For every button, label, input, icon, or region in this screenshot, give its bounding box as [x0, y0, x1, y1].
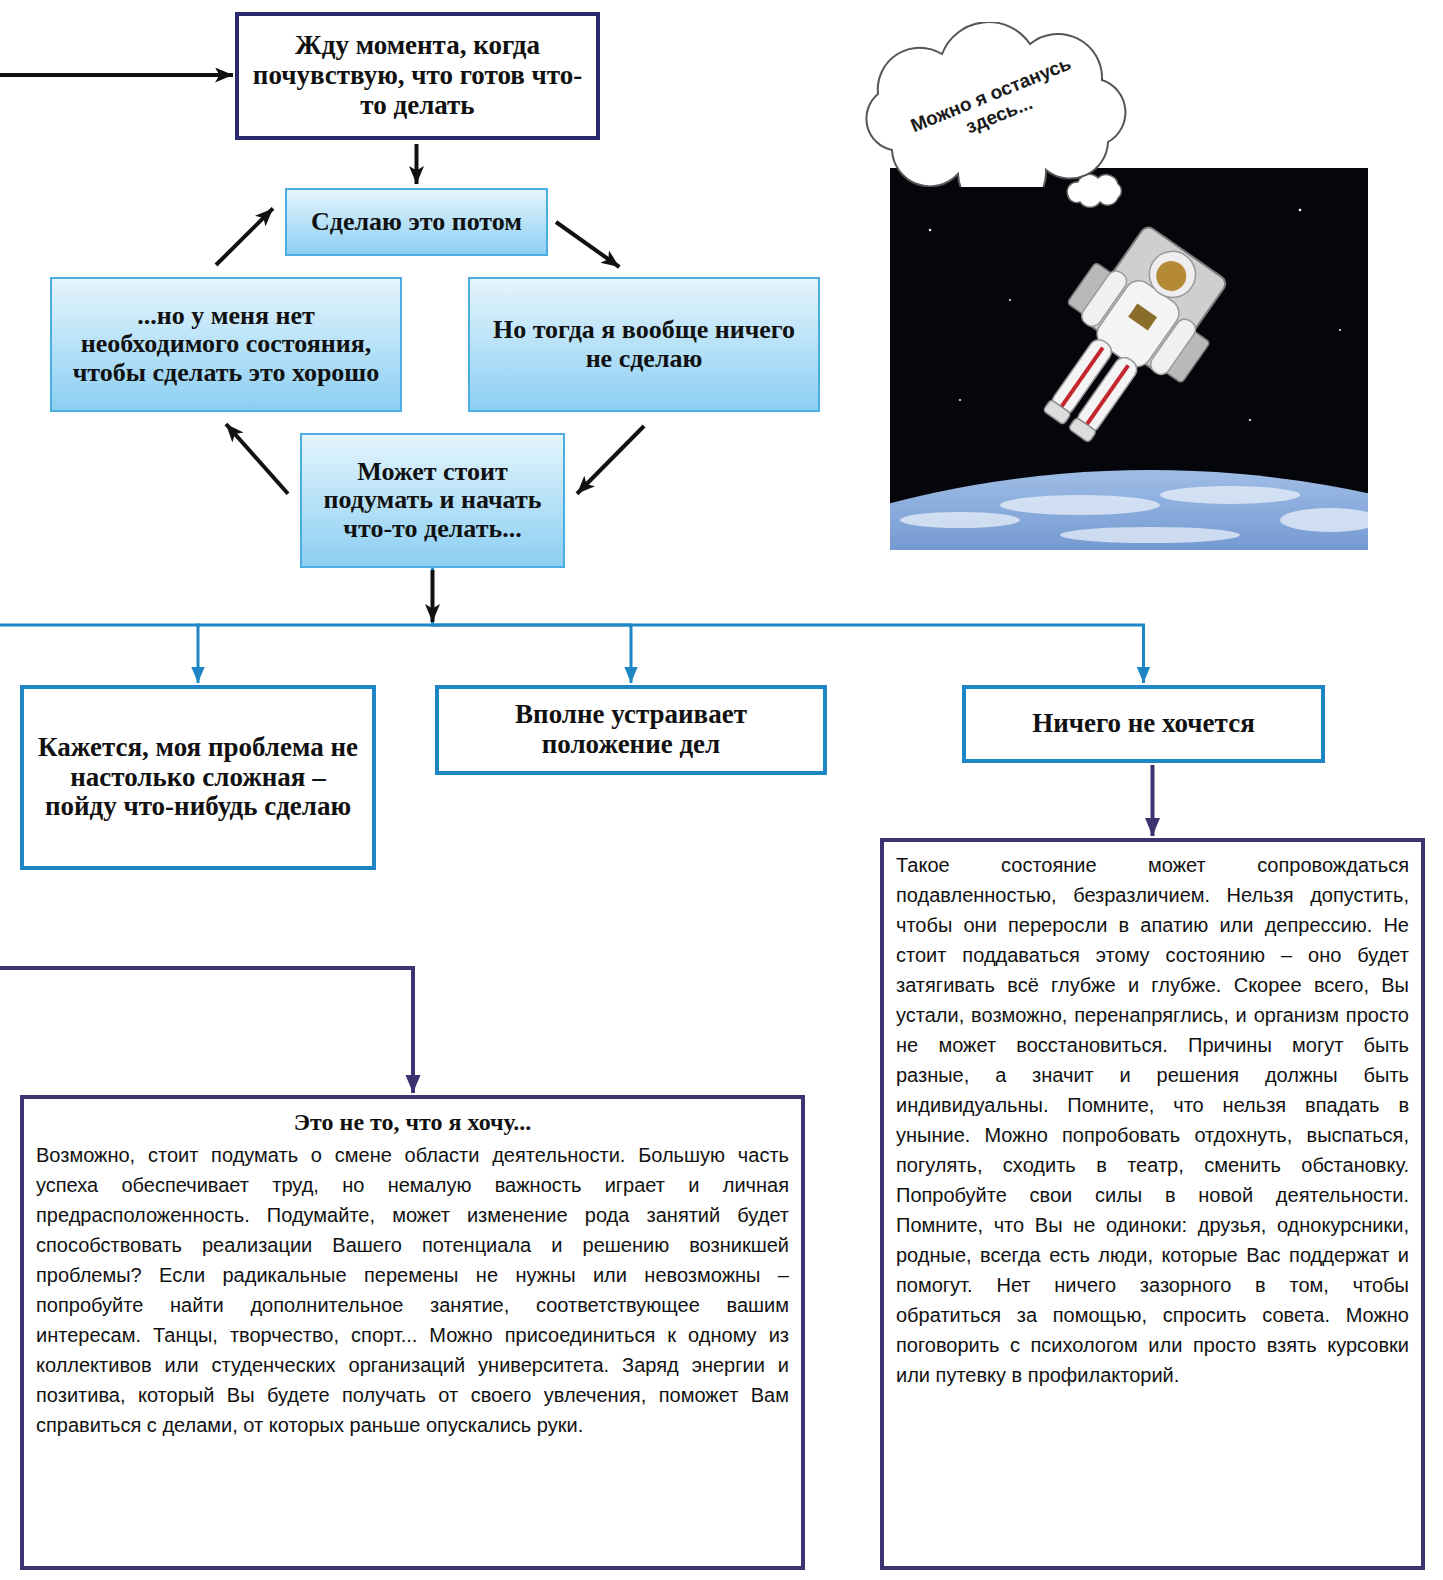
body-text: Возможно, стоит подумать о смене области… — [36, 1140, 789, 1440]
illustration-part — [1147, 316, 1199, 378]
advice-panel: Это не то, что я хочу...Возможно, стоит … — [20, 1095, 805, 1570]
process-box: Сделаю это потом — [285, 188, 548, 256]
flow-arrow — [415, 144, 419, 184]
outcome-box: Ничего не хочется — [962, 685, 1325, 763]
box-text: Жду момента, когда почувствую, что готов… — [251, 31, 584, 120]
box-text: Может стоит подумать и начать что-то дел… — [312, 458, 553, 544]
cloud-outline — [866, 22, 1125, 187]
start-box: Жду момента, когда почувствую, что готов… — [235, 12, 600, 140]
box-text: Сделаю это потом — [297, 208, 536, 237]
flow-arrow — [216, 208, 273, 265]
illustration-part — [1043, 399, 1072, 425]
flow-arrow — [577, 426, 644, 494]
illustration-part — [1060, 527, 1240, 543]
process-box: Может стоит подумать и начать что-то дел… — [300, 433, 565, 568]
illustration-part — [1280, 508, 1368, 532]
illustration-part — [1078, 267, 1130, 329]
panel-heading: Это не то, что я хочу... — [36, 1107, 789, 1138]
illustration-part — [1140, 242, 1204, 306]
illustration-part — [929, 229, 931, 231]
body-text: Такое состояние может сопровождаться под… — [896, 850, 1409, 1390]
illustration-part — [1000, 495, 1160, 515]
illustration-part — [1160, 486, 1300, 504]
illustration-part — [1128, 304, 1157, 331]
illustration-part — [1299, 209, 1302, 212]
incoming-arrow — [0, 73, 233, 77]
flow-arrow — [226, 424, 288, 494]
illustration-part — [1060, 347, 1105, 408]
illustration-part — [1339, 329, 1341, 331]
astronaut-photo — [890, 168, 1368, 550]
stars — [929, 209, 1341, 421]
box-text: Кажется, моя проблема не настолько сложн… — [36, 733, 360, 822]
illustration-part — [1249, 419, 1251, 421]
box-text: ...но у меня нет необходимого состояния,… — [62, 302, 390, 388]
process-box: Но тогда я вообще ничего не сделаю — [468, 277, 820, 412]
box-text: Но тогда я вообще ничего не сделаю — [480, 316, 808, 373]
thought-cloud: Можно я останусь здесь... — [850, 22, 1140, 187]
outcome-box: Вполне устраивает положение дел — [435, 685, 827, 775]
flow-arrow — [433, 568, 1144, 683]
advice-panel: Такое состояние может сопровождаться под… — [880, 838, 1425, 1570]
box-text: Ничего не хочется — [978, 709, 1309, 739]
bus-line — [0, 624, 200, 627]
illustration-part — [1150, 255, 1192, 297]
earth — [890, 470, 1368, 550]
illustration-part — [1085, 364, 1130, 425]
process-box: ...но у меня нет необходимого состояния,… — [50, 277, 402, 412]
astronaut — [1008, 213, 1244, 467]
earth-clouds — [900, 486, 1368, 543]
box-text: Вполне устраивает положение дел — [451, 700, 811, 759]
flow-arrow — [198, 568, 433, 683]
stub-arrow — [431, 570, 435, 622]
illustration-part — [1068, 417, 1097, 443]
illustration-part — [959, 399, 961, 401]
flow-arrow — [1151, 765, 1155, 836]
incoming-line — [0, 968, 413, 1093]
illustration-part — [900, 512, 1020, 528]
outcome-box: Кажется, моя проблема не настолько сложн… — [20, 685, 376, 870]
flow-arrow — [556, 222, 619, 267]
illustration-part — [1009, 299, 1011, 301]
